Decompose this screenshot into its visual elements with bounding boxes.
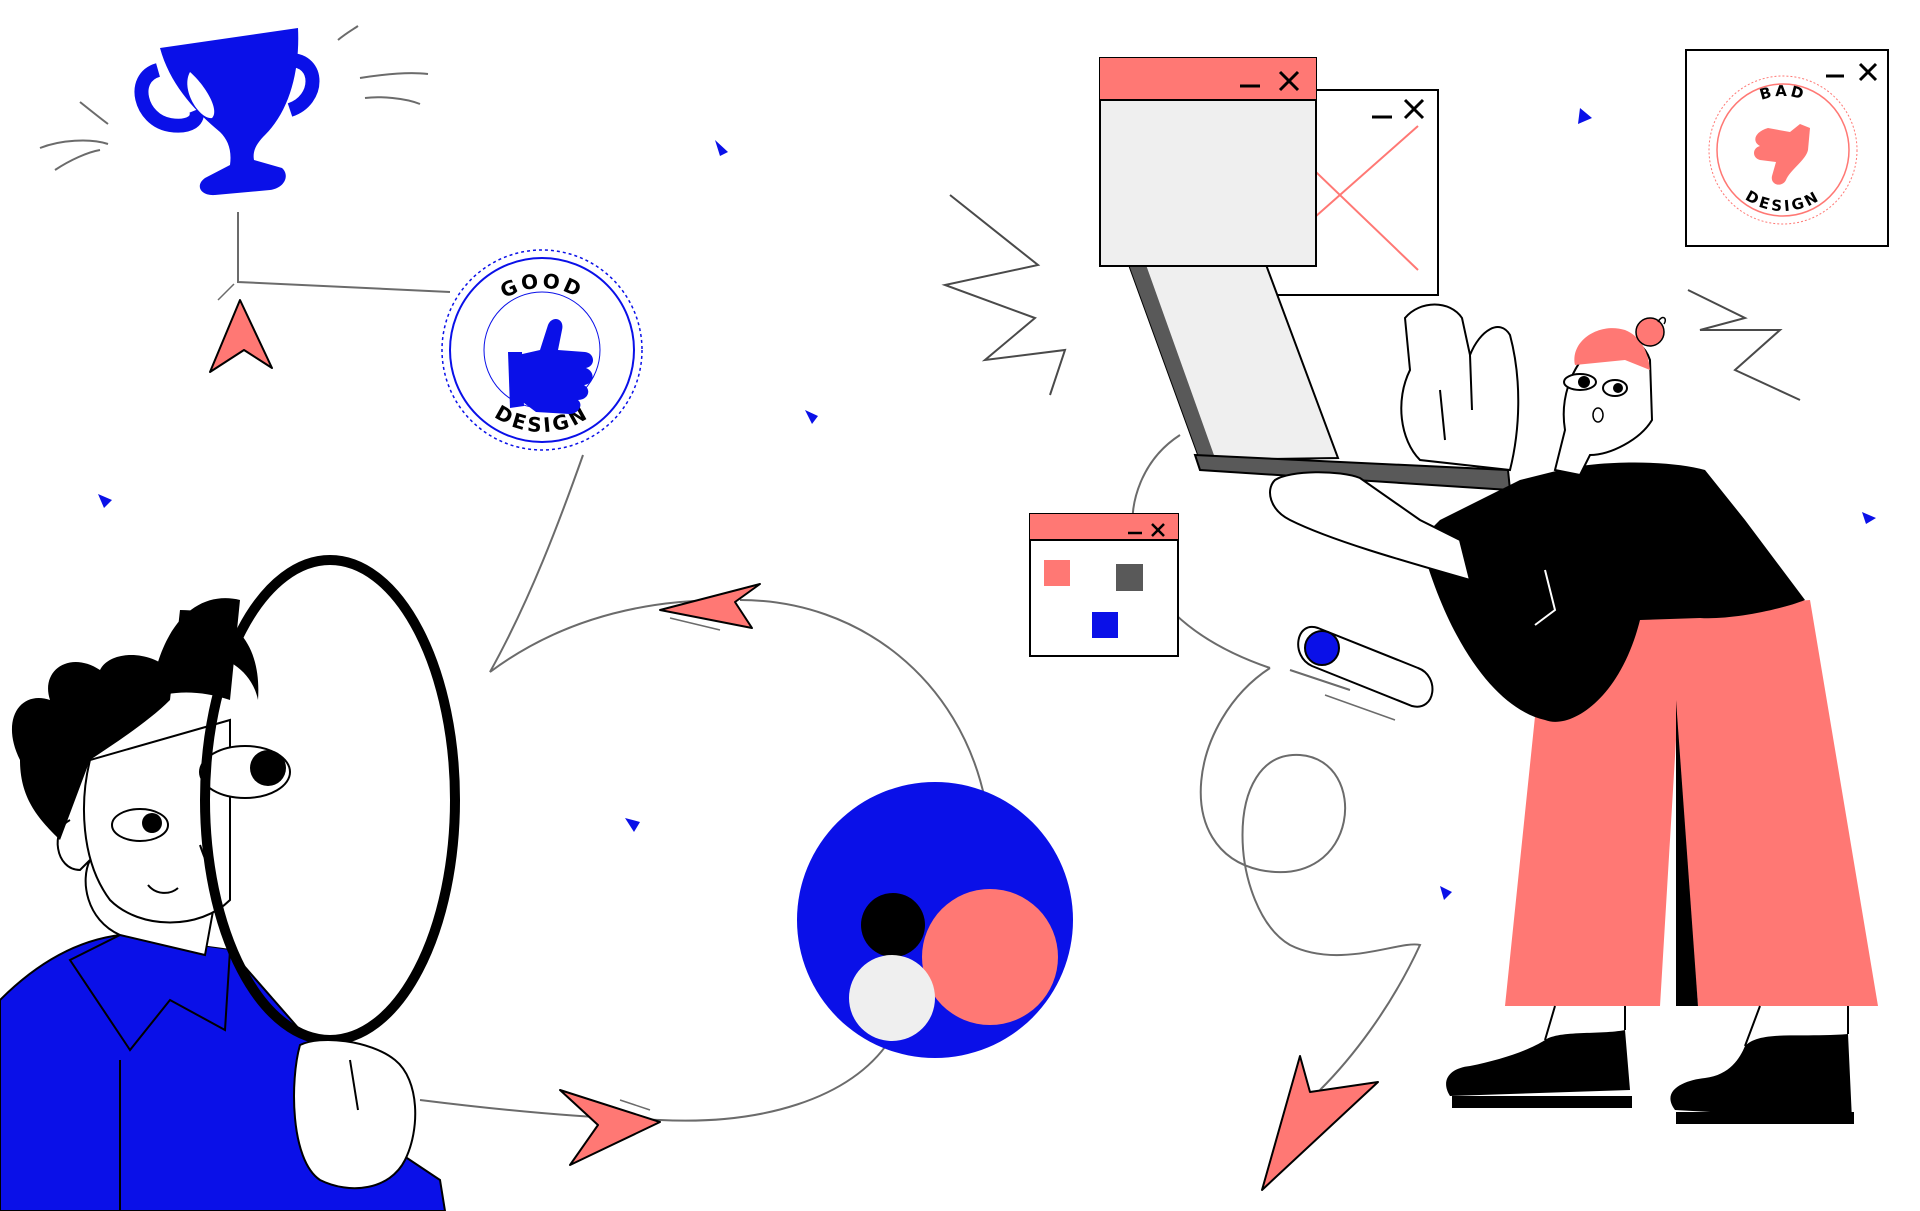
close-icon	[1278, 70, 1300, 92]
front-window	[1099, 57, 1317, 267]
laptop	[1126, 261, 1512, 492]
man-with-magnifier	[0, 555, 460, 1211]
close-icon	[1151, 523, 1165, 537]
svg-text:BAD: BAD	[1758, 82, 1809, 104]
close-icon	[1403, 98, 1425, 120]
trophy-icon	[39, 25, 429, 196]
woman-with-laptop	[1269, 303, 1878, 1124]
bad-design-frame: BAD DESIGN	[1685, 49, 1889, 247]
toggle-switch-icon	[1297, 625, 1434, 708]
good-design-stamp: GOOD DESIGN	[441, 249, 643, 451]
color-circles	[797, 782, 1073, 1058]
close-icon	[1858, 62, 1878, 82]
thumbs-up-icon	[508, 318, 594, 414]
arrow-icon	[209, 299, 1379, 1191]
palette-window	[1029, 513, 1179, 657]
confetti-triangles	[98, 108, 1876, 900]
stamp-top-word: BAD	[1758, 82, 1806, 104]
zigzag-lines	[941, 194, 1801, 401]
thumbs-down-icon	[1754, 124, 1810, 185]
